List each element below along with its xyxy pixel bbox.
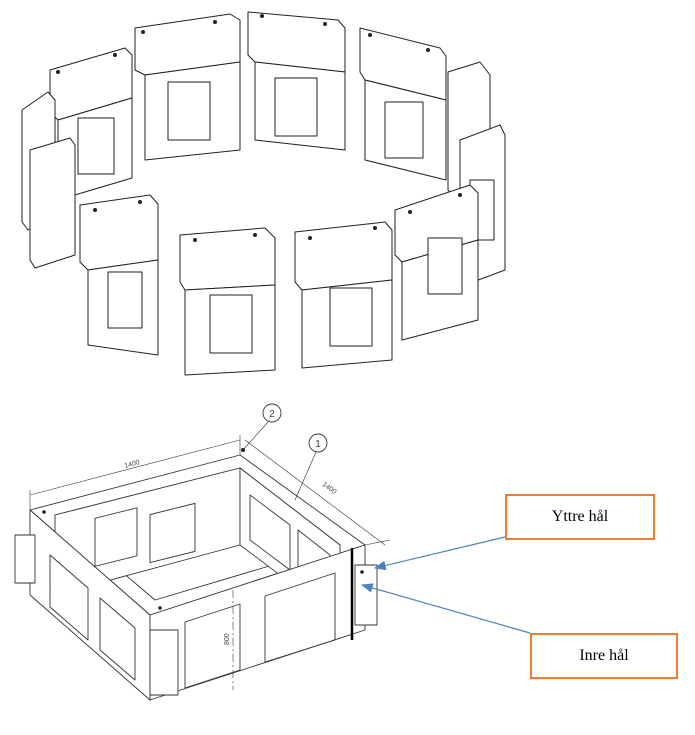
dimension-length-b: 1400: [321, 481, 338, 496]
balloon-2-label: 2: [269, 409, 275, 420]
inner-hole-label: Inre hål: [579, 647, 629, 664]
balloon-2-circle: [262, 403, 282, 423]
outer-hole-arrow: [373, 536, 506, 571]
balloon-1-circle: [308, 433, 328, 453]
ring-block-front-3: [294, 221, 393, 369]
inner-hole-arrow: [360, 583, 531, 634]
dimension-lines: [29, 421, 391, 546]
outer-hole-label: Yttre hål: [551, 508, 609, 525]
outer-hole-callout: Yttre hål: [505, 494, 655, 540]
ring-block-front-2: [179, 227, 276, 376]
ring-hole-dots: [56, 14, 462, 242]
block-ring-illustration: [21, 11, 506, 376]
ring-block-back-3: [359, 27, 447, 181]
ring-block-left: [21, 91, 76, 269]
dimension-height: 800: [224, 633, 231, 645]
ring-block-front-4: [394, 184, 479, 341]
ring-block-front-1: [79, 194, 159, 356]
ring-block-back-1: [134, 13, 241, 161]
balloon-1-label: 1: [315, 439, 321, 450]
ring-block-back-4: [49, 47, 133, 201]
ring-block-back-2: [247, 11, 346, 151]
square-frame-drawing: [14, 403, 391, 701]
inner-hole-callout: Inre hål: [530, 633, 678, 679]
dimension-length-a: 1400: [124, 459, 141, 470]
